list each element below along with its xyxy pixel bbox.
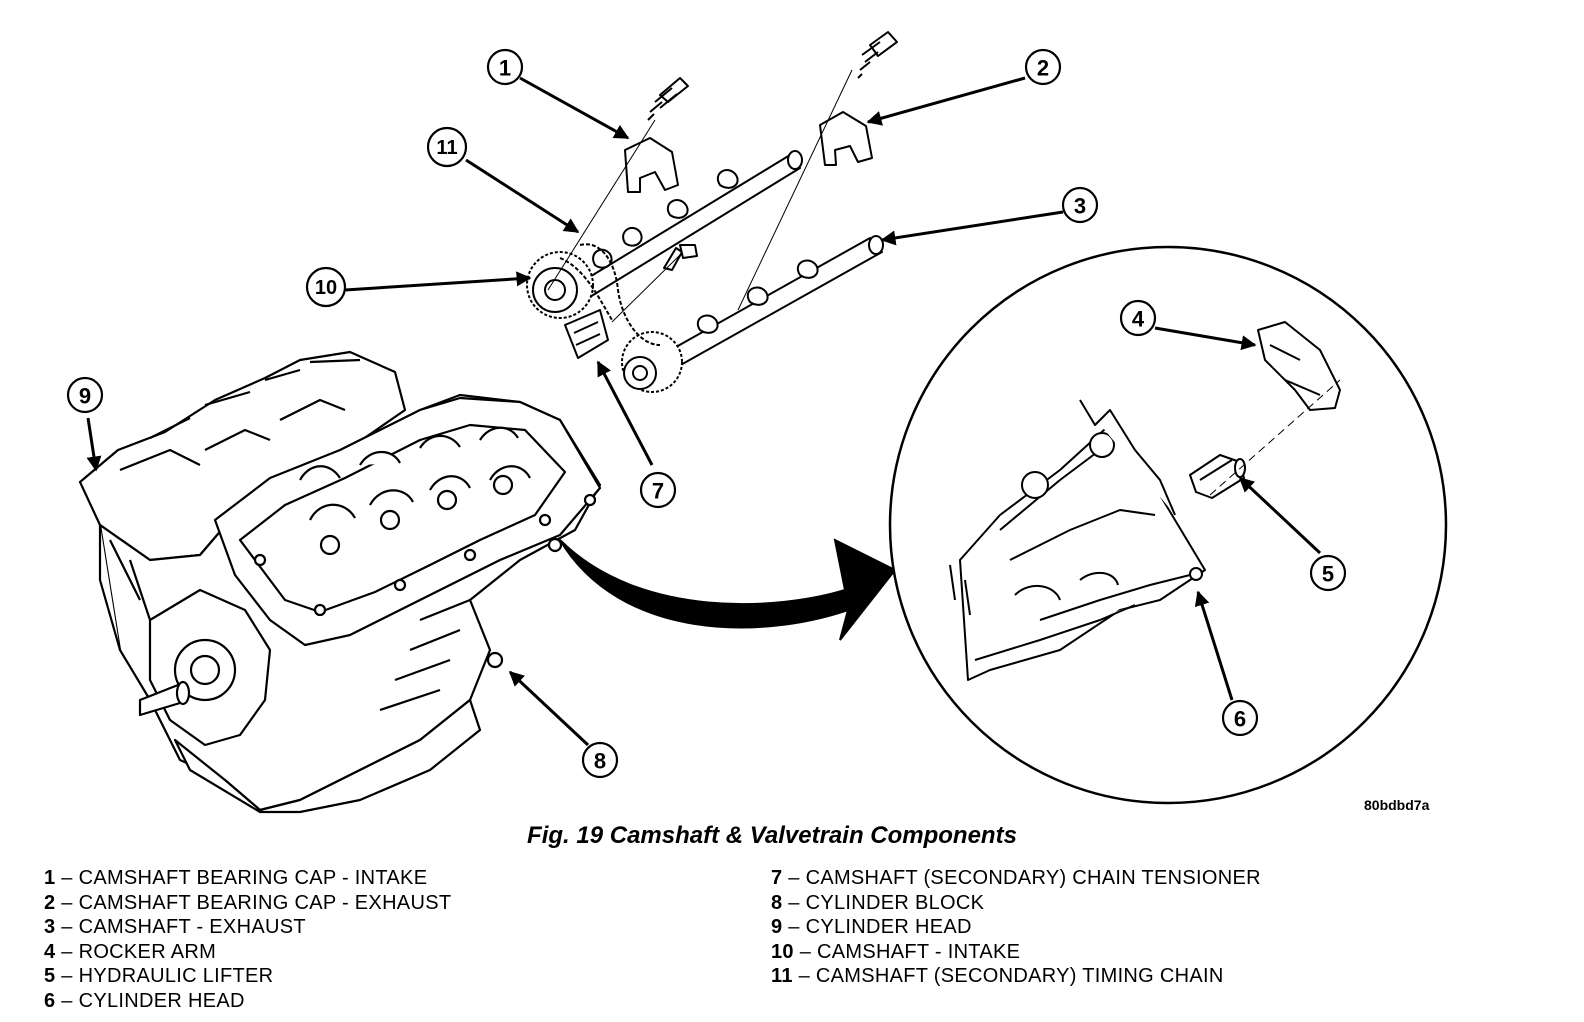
callout-10-circle xyxy=(305,266,347,308)
callout-4-label: 4 xyxy=(1132,307,1145,332)
image-code: 80bdbd7a xyxy=(1364,797,1430,813)
callout-9-circle xyxy=(66,376,104,414)
legend-item: 11 – CAMSHAFT (SECONDARY) TIMING CHAIN xyxy=(771,965,1224,987)
figure-caption: Fig. 19 Camshaft & Valvetrain Components xyxy=(0,822,1584,850)
callout-8-label: 8 xyxy=(594,749,606,774)
callout-5-circle xyxy=(1309,554,1347,592)
legend-item: 10 – CAMSHAFT - INTAKE xyxy=(771,940,1021,963)
callout-4-circle xyxy=(1119,299,1157,337)
callout-1-label: 1 xyxy=(499,56,511,81)
figure-caption-text: Fig. 19 Camshaft & Valvetrain Components xyxy=(527,822,1017,849)
callout-8-circle xyxy=(581,741,619,779)
legend-item: 3 – CAMSHAFT - EXHAUST xyxy=(44,916,306,938)
legend-item: 4 – ROCKER ARM xyxy=(44,940,217,963)
legend-right-column: 7 – CAMSHAFT (SECONDARY) CHAIN TENSIONER… xyxy=(771,866,1261,989)
callout-leaders xyxy=(86,76,1322,747)
callout-2-label: 2 xyxy=(1037,56,1049,81)
callout-markers xyxy=(66,48,1347,779)
callout-11-circle xyxy=(426,126,468,168)
legend-item: 8 – CYLINDER BLOCK xyxy=(771,891,985,914)
callout-2-circle xyxy=(1024,48,1062,86)
legend-left-column: 1 – CAMSHAFT BEARING CAP - INTAKE 2 – CA… xyxy=(44,866,451,1013)
legend-item: 7 – CAMSHAFT (SECONDARY) CHAIN TENSIONER xyxy=(771,867,1261,889)
callout-10-label: 10 xyxy=(315,277,337,299)
legend-item: 9 – CYLINDER HEAD xyxy=(771,916,972,938)
callout-11-label: 11 xyxy=(436,137,457,159)
callout-7-label: 7 xyxy=(652,479,664,504)
callout-7-circle xyxy=(639,471,677,509)
legend-item: 2 – CAMSHAFT BEARING CAP - EXHAUST xyxy=(44,891,452,914)
legend-item: 6 – CYLINDER HEAD xyxy=(44,989,245,1012)
legend-item: 1 – CAMSHAFT BEARING CAP - INTAKE xyxy=(44,867,428,889)
callout-6-label: 6 xyxy=(1234,707,1246,732)
callout-3-label: 3 xyxy=(1074,194,1086,219)
legend-item: 5 – HYDRAULIC LIFTER xyxy=(44,965,274,987)
callout-5-label: 5 xyxy=(1322,562,1334,587)
callout-9-label: 9 xyxy=(79,384,91,409)
callout-6-circle xyxy=(1221,699,1259,737)
detail-view-circle xyxy=(888,245,1448,805)
engine-block-illustration xyxy=(78,350,602,814)
callout-3-circle xyxy=(1061,186,1099,224)
camshaft-assembly-illustration xyxy=(526,31,898,393)
detail-view-arrow xyxy=(559,538,897,641)
callout-1-circle xyxy=(486,48,524,86)
